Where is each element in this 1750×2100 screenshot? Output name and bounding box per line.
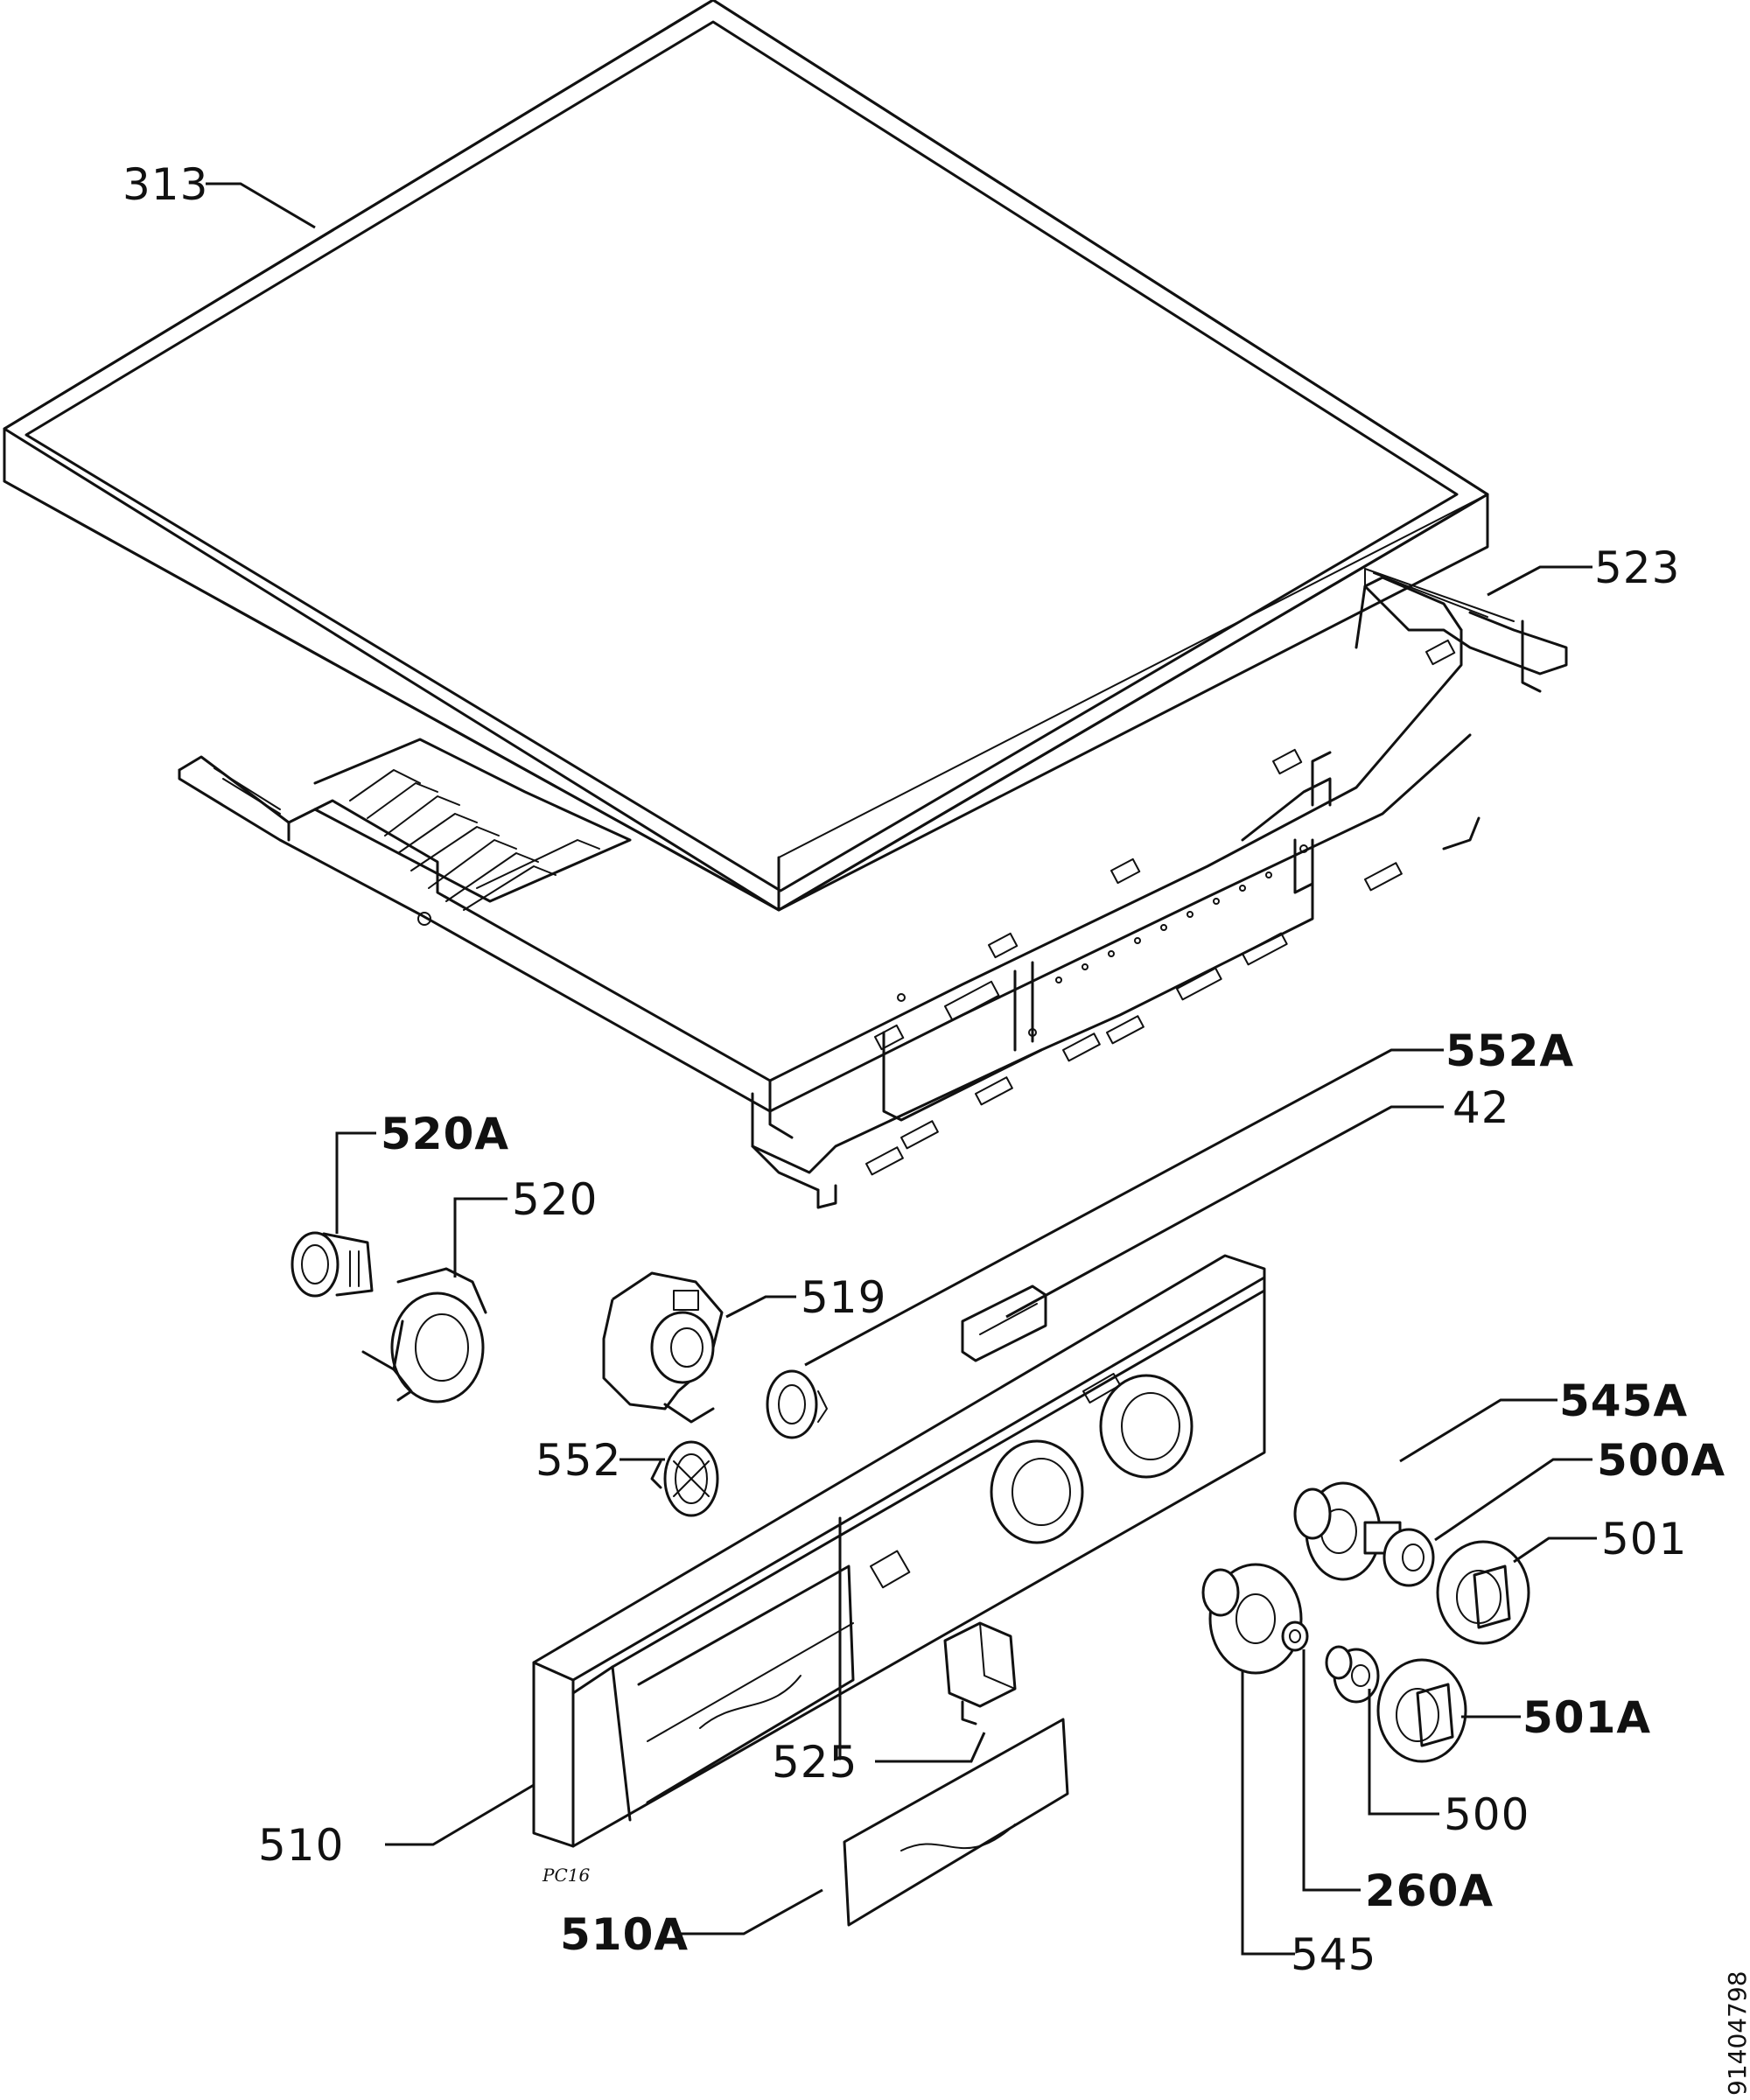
knob-501a-drawing <box>1376 1658 1467 1763</box>
label-313: 313 <box>122 159 208 210</box>
part-labels: 313 523 552A 42 520A 520 519 552 545A 50… <box>122 159 1726 1980</box>
label-545a: 545A <box>1559 1376 1688 1426</box>
lid-313-drawing <box>3 0 1489 912</box>
adapter-500a-drawing <box>1382 1528 1435 1587</box>
label-500a: 500A <box>1597 1435 1726 1486</box>
document-number: 91404798 <box>1723 1970 1750 2096</box>
lamp-520a-drawing <box>290 1231 374 1298</box>
spring-260a-drawing <box>1281 1620 1309 1652</box>
flange-545a-drawing <box>1293 1481 1402 1581</box>
label-552a: 552A <box>1446 1026 1574 1076</box>
leader-lines <box>206 182 1597 1956</box>
stamp-text: PC16 <box>542 1865 590 1886</box>
label-523: 523 <box>1594 542 1680 593</box>
adapter-500-drawing <box>1325 1645 1380 1704</box>
cover-510a-drawing <box>843 1718 1069 1927</box>
label-510a: 510A <box>560 1909 689 1960</box>
label-519: 519 <box>801 1272 886 1323</box>
label-552: 552 <box>536 1435 621 1486</box>
label-510: 510 <box>258 1820 344 1871</box>
knob-501-drawing <box>1436 1540 1530 1645</box>
lens-552-drawing <box>650 1440 719 1517</box>
label-520a: 520A <box>381 1109 509 1159</box>
label-520: 520 <box>512 1174 598 1225</box>
label-260a: 260A <box>1365 1866 1494 1916</box>
holder-520-drawing <box>361 1267 487 1404</box>
label-501: 501 <box>1601 1514 1687 1564</box>
ring-552a-drawing <box>766 1369 828 1439</box>
label-501a: 501A <box>1522 1692 1651 1743</box>
bracket-519-drawing <box>602 1271 724 1424</box>
frame-523-drawing <box>178 568 1568 1209</box>
label-500: 500 <box>1444 1789 1530 1840</box>
panel-510-drawing: PC16 <box>532 1254 1266 1886</box>
label-42: 42 <box>1452 1082 1510 1133</box>
flange-545-drawing <box>1201 1563 1303 1675</box>
label-545: 545 <box>1291 1929 1376 1980</box>
switch-525-drawing <box>943 1621 1017 1726</box>
label-525: 525 <box>772 1737 858 1788</box>
